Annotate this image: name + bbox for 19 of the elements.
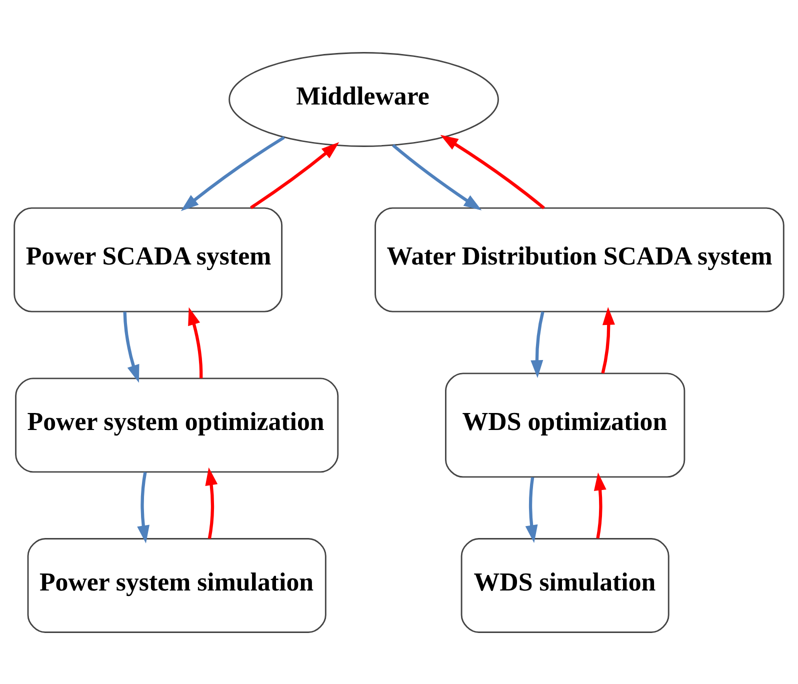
node-box: Power system optimization [15,377,339,472]
arrow [594,472,606,538]
arrow [525,476,538,543]
arrow [250,142,340,209]
arrow [440,134,545,209]
arrow [601,306,615,374]
node-ellipse: Middleware [228,52,499,146]
arrow [123,311,140,382]
node-box: Power SCADA system [14,206,283,312]
node-box: WDS optimization [445,372,686,478]
arrow [392,143,482,210]
node-box: WDS simulation [460,538,670,632]
node-box: Water Distribution SCADA system [374,206,784,312]
arrow [188,306,203,378]
arrow [180,136,285,211]
arrow [530,310,544,378]
node-box: Power system simulation [27,538,326,632]
arrow [205,466,218,538]
arrow [137,471,150,543]
